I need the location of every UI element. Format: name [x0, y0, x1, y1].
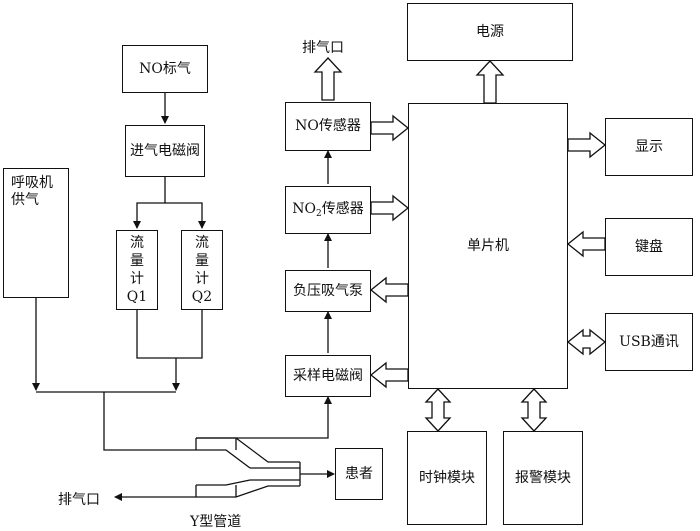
hollow-arrow-mcu-alarm — [520, 388, 548, 432]
usb-comm-label: USB通讯 — [619, 333, 679, 350]
no-standard-gas-label: NO标气 — [139, 60, 191, 77]
wire-ypipe-to-sampling-valve — [196, 396, 332, 439]
hollow-arrow-mcu-to-pump — [369, 276, 409, 304]
no-sensor-label: NO传感器 — [295, 118, 361, 135]
flow-meter-q2-id: Q2 — [191, 289, 213, 305]
wire-bus-to-ypipe — [103, 392, 196, 451]
clock-module-box: 时钟模块 — [407, 431, 487, 525]
wire-q1-merge — [136, 310, 176, 359]
sampling-valve-label: 采样电磁阀 — [293, 367, 363, 384]
display-box: 显示 — [605, 118, 693, 176]
clock-module-label: 时钟模块 — [419, 469, 475, 486]
usb-comm-box: USB通讯 — [605, 313, 693, 371]
keyboard-box: 键盘 — [605, 218, 693, 276]
hollow-arrow-mcu-to-valve — [369, 361, 409, 389]
sampling-valve-box: 采样电磁阀 — [285, 355, 371, 397]
flow-meter-q1-char: 计 — [130, 271, 144, 287]
no2-sensor-suffix: 传感器 — [321, 200, 364, 217]
inlet-solenoid-valve-label: 进气电磁阀 — [130, 142, 200, 159]
flow-meter-q2-char: 计 — [195, 271, 209, 287]
alarm-module-label: 报警模块 — [515, 469, 571, 486]
vacuum-pump-box: 负压吸气泵 — [285, 270, 371, 312]
hollow-arrow-no-to-mcu — [370, 114, 410, 142]
ypipe-inner-bottom — [196, 479, 251, 486]
ventilator-supply-line1: 呼吸机 — [11, 175, 53, 191]
wire-valve-to-q1 — [133, 177, 166, 229]
exhaust-port-top-label: 排气口 — [302, 40, 344, 56]
no2-sensor-subscript: 2 — [316, 208, 322, 219]
no2-sensor-box: NO2传感器 — [285, 186, 371, 234]
inlet-solenoid-valve-box: 进气电磁阀 — [125, 125, 205, 177]
ypipe-inner-top — [196, 449, 251, 469]
alarm-module-box: 报警模块 — [503, 431, 583, 525]
ventilator-supply-box: 呼吸机 供气 — [3, 168, 69, 298]
flow-meter-q1-char: 流 — [130, 235, 144, 251]
exhaust-port-bottom-label: 排气口 — [58, 492, 100, 508]
mcu-label: 单片机 — [467, 237, 509, 254]
hollow-arrow-mcu-to-display — [567, 131, 607, 159]
y-pipe-label: Y型管道 — [190, 514, 242, 530]
no-standard-gas-box: NO标气 — [122, 45, 208, 93]
flow-meter-q1-id: Q1 — [126, 289, 148, 305]
wire-q2-merge — [176, 310, 203, 359]
flow-meter-q2-char: 流 — [195, 235, 209, 251]
ventilator-supply-line2: 供气 — [11, 191, 39, 208]
flow-meter-q1-char: 量 — [130, 253, 144, 269]
flow-meter-q1-box: 流 量 计 Q1 — [116, 230, 158, 310]
patient-box: 患者 — [335, 448, 383, 500]
hollow-arrow-mcu-usb — [566, 328, 607, 356]
no2-sensor-label: NO2传感器 — [292, 201, 363, 220]
patient-label: 患者 — [345, 465, 373, 482]
flow-meter-q2-char: 量 — [195, 253, 209, 269]
ypipe-outer-top — [196, 437, 300, 463]
hollow-arrow-keyboard-to-mcu — [566, 230, 606, 258]
display-label: 显示 — [635, 138, 663, 155]
wire-valve-to-q2 — [165, 202, 206, 229]
ypipe-outer-bottom — [196, 485, 300, 498]
power-supply-label: 电源 — [476, 23, 504, 40]
mcu-box: 单片机 — [408, 103, 568, 389]
flow-meter-q2-box: 流 量 计 Q2 — [181, 230, 223, 310]
hollow-arrow-mcu-clock — [424, 388, 452, 432]
hollow-arrow-power — [475, 60, 505, 104]
no-sensor-box: NO传感器 — [285, 102, 371, 151]
hollow-arrow-exhaust-up — [313, 57, 343, 101]
hollow-arrow-no2-to-mcu — [370, 194, 410, 222]
no2-sensor-prefix: NO — [292, 200, 316, 217]
vacuum-pump-label: 负压吸气泵 — [293, 282, 363, 299]
power-supply-box: 电源 — [407, 3, 573, 61]
keyboard-label: 键盘 — [635, 238, 663, 255]
